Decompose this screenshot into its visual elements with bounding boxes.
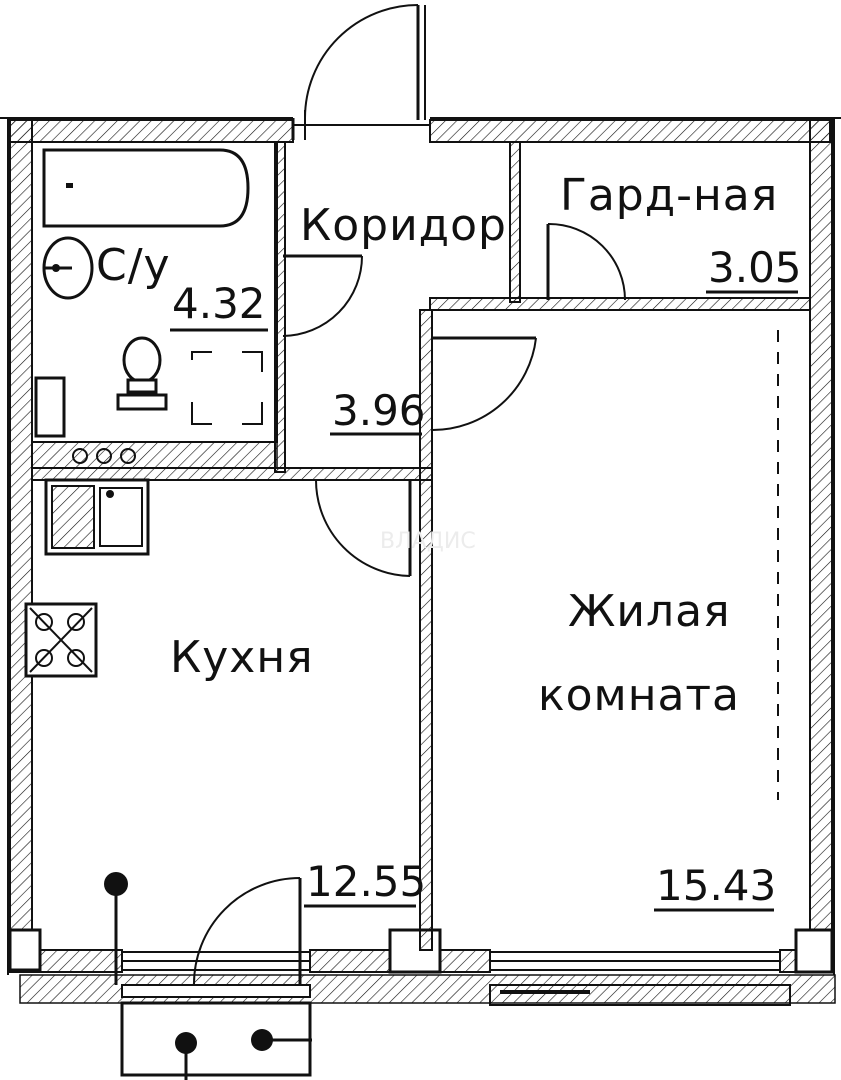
corridor-area: 3.96 [332, 386, 426, 435]
living-area: 15.43 [656, 861, 776, 910]
wardrobe-door [546, 222, 626, 301]
window-strip [19, 951, 836, 1006]
exterior-walls [0, 117, 841, 975]
watermark: ВЛАДИС [380, 529, 476, 554]
toilet-icon [116, 336, 168, 411]
kitchen-area: 12.55 [306, 857, 426, 906]
shower-tray-icon [191, 351, 263, 425]
kitchen-sink-icon [44, 478, 150, 556]
kitchen-door [315, 479, 412, 577]
bathroom-area: 4.32 [172, 279, 266, 328]
living-room-door [431, 336, 537, 432]
washing-machine-icon [34, 376, 66, 438]
counter-icons [72, 448, 136, 464]
living-label-line1: Жилая [568, 586, 731, 637]
balcony [120, 1001, 312, 1080]
sink-icon [42, 236, 94, 300]
wardrobe-label: Гард-ная [560, 170, 778, 221]
interior-walls [31, 141, 811, 951]
bathroom-label: С/у [96, 240, 171, 291]
entry-door [291, 4, 430, 140]
electrical-point-icon [104, 872, 128, 985]
balcony-door [192, 877, 302, 986]
bathroom-door [282, 254, 363, 337]
stove-icon [24, 602, 98, 678]
corridor-label: Коридор [300, 200, 507, 251]
living-label-line2: комната [538, 670, 740, 721]
kitchen-label: Кухня [170, 632, 314, 683]
wardrobe-area: 3.05 [708, 243, 802, 292]
bathtub [42, 148, 250, 228]
